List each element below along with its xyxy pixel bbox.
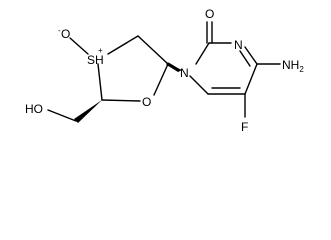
wedge-c2-ch2 bbox=[74, 100, 102, 123]
bond-c5-o bbox=[153, 63, 169, 96]
bond-ch2-oh bbox=[47, 109, 77, 122]
bond-n3-c4 bbox=[244, 46, 258, 65]
amino-nh: NH bbox=[282, 58, 299, 72]
carbonyl-oxygen-label: O bbox=[205, 7, 214, 21]
bond-n3-c4-double bbox=[239, 50, 251, 67]
ring-nitrogen-3-label: N bbox=[234, 38, 243, 52]
bond-s-c4 bbox=[107, 35, 139, 55]
oxide-charge-label: - bbox=[58, 26, 61, 35]
bond-c6-n1 bbox=[189, 75, 209, 95]
bond-o-c2 bbox=[101, 99, 141, 102]
sulfur-charge-label: + bbox=[98, 46, 103, 55]
bond-s-oxide bbox=[69, 37, 89, 55]
oxide-oxygen-label: O bbox=[61, 27, 70, 41]
sulfur-label: SH bbox=[87, 53, 104, 67]
bond-c4-c5 bbox=[244, 63, 258, 95]
amino-subscript: 2 bbox=[299, 65, 304, 74]
fluorine-label: F bbox=[241, 120, 248, 134]
ring-oxygen-label: O bbox=[142, 95, 151, 109]
molecule-structure: O - SH + O HO N N O NH2 F bbox=[25, 7, 304, 134]
bond-c4-c5 bbox=[137, 35, 169, 65]
bond-c2-s bbox=[97, 63, 103, 101]
hydroxyl-label: HO bbox=[25, 102, 43, 116]
amino-label: NH2 bbox=[282, 58, 304, 74]
ring-nitrogen-1-label: N bbox=[180, 66, 189, 80]
bond-n1-c2 bbox=[195, 42, 210, 65]
bond-c5-n1-bold bbox=[166, 62, 180, 72]
